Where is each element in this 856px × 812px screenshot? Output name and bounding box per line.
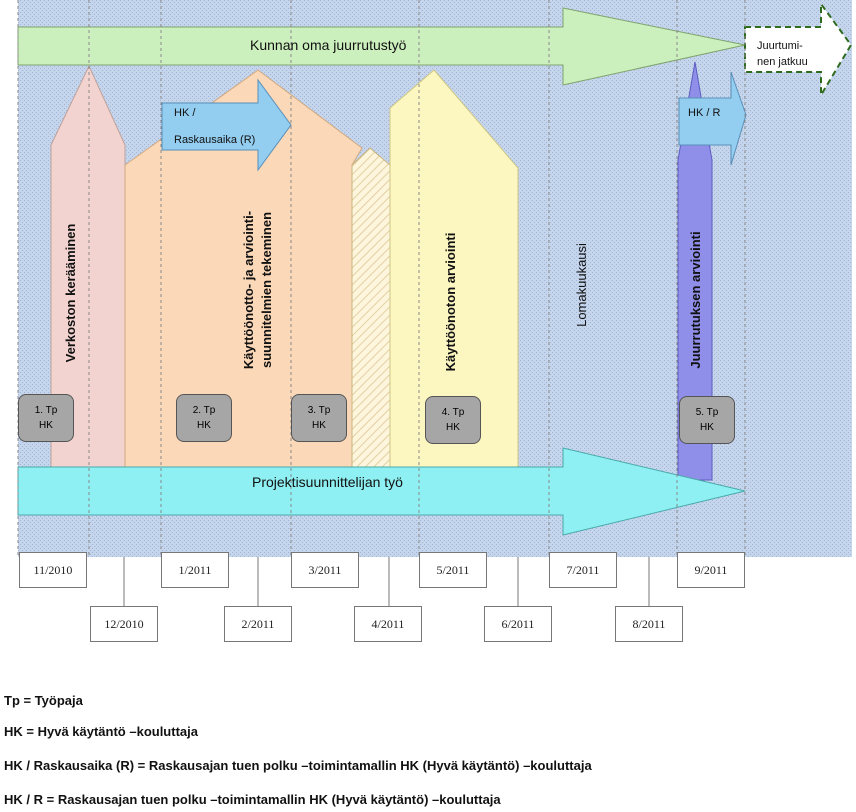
workshop-title: 1. Tp bbox=[34, 405, 58, 416]
month-box: 1/2011 bbox=[161, 552, 229, 588]
hk-r-label: HK / R bbox=[688, 107, 721, 119]
month-box: 7/2011 bbox=[549, 552, 617, 588]
legend-item: HK / R = Raskausajan tuen polku –toimint… bbox=[4, 792, 501, 807]
workshop-title: 4. Tp bbox=[441, 407, 465, 418]
phase5-label: Juurrutuksen arviointi bbox=[688, 231, 703, 369]
hk-raskausaika-arrow bbox=[161, 78, 292, 172]
bottom-arrow bbox=[17, 447, 746, 536]
hk-raskausaika-label-line2: Raskausaika (R) bbox=[174, 134, 256, 146]
month-box: 11/2010 bbox=[19, 552, 87, 588]
workshop-title: 5. Tp bbox=[695, 407, 719, 418]
timeline-grid bbox=[17, 0, 746, 557]
workshop-hk: HK bbox=[197, 420, 211, 431]
workshop-title: 2. Tp bbox=[192, 405, 216, 416]
workshop-5-box: 5. Tp HK bbox=[679, 396, 735, 444]
workshop-4-box: 4. Tp HK bbox=[425, 396, 481, 444]
continuation-label-line1: Juurtumi- bbox=[757, 40, 803, 52]
hk-raskausaika-label-line1: HK / bbox=[174, 107, 196, 119]
workshop-hk: HK bbox=[700, 422, 714, 433]
month-box: 4/2011 bbox=[354, 606, 422, 642]
bottom-arrow-label: Projektisuunnittelijan työ bbox=[252, 474, 403, 490]
legend-item: HK = Hyvä käytäntö –kouluttaja bbox=[4, 724, 198, 739]
hk-r-arrow bbox=[678, 71, 747, 166]
legend-item: HK / Raskausaika (R) = Raskausajan tuen … bbox=[4, 758, 592, 773]
workshop-1-box: 1. Tp HK bbox=[18, 394, 74, 442]
month-box: 8/2011 bbox=[615, 606, 683, 642]
workshop-2-box: 2. Tp HK bbox=[176, 394, 232, 442]
legend-item: Tp = Työpaja bbox=[4, 693, 83, 708]
month-box: 5/2011 bbox=[419, 552, 487, 588]
top-arrow bbox=[17, 7, 746, 86]
month-box: 2/2011 bbox=[224, 606, 292, 642]
month-connectors bbox=[123, 557, 650, 608]
phase2-label-line2: suunnitelmien tekeminen bbox=[259, 211, 274, 369]
top-arrow-label: Kunnan oma juurrutustyö bbox=[250, 37, 407, 53]
month-box: 6/2011 bbox=[484, 606, 552, 642]
workshop-hk: HK bbox=[312, 420, 326, 431]
phase1-label: Verkoston kerääminen bbox=[63, 223, 78, 363]
phase2-label-line1: Käyttöönotto- ja arviointi- bbox=[241, 210, 256, 370]
workshop-hk: HK bbox=[39, 420, 53, 431]
month-box: 12/2010 bbox=[90, 606, 158, 642]
workshop-3-box: 3. Tp HK bbox=[291, 394, 347, 442]
workshop-hk: HK bbox=[446, 422, 460, 433]
transition-hatch-shape bbox=[351, 147, 391, 468]
holiday-label: Lomakuukausi bbox=[574, 243, 589, 327]
month-box: 3/2011 bbox=[291, 552, 359, 588]
continuation-label-line2: nen jatkuu bbox=[757, 56, 808, 68]
workshop-title: 3. Tp bbox=[307, 405, 331, 416]
phase2-label: Käyttöönotto- ja arviointi- suunnitelmie… bbox=[240, 211, 276, 369]
month-box: 9/2011 bbox=[677, 552, 745, 588]
phase4-label: Käyttöönoton arviointi bbox=[443, 232, 458, 372]
continuation-arrow bbox=[744, 0, 853, 99]
